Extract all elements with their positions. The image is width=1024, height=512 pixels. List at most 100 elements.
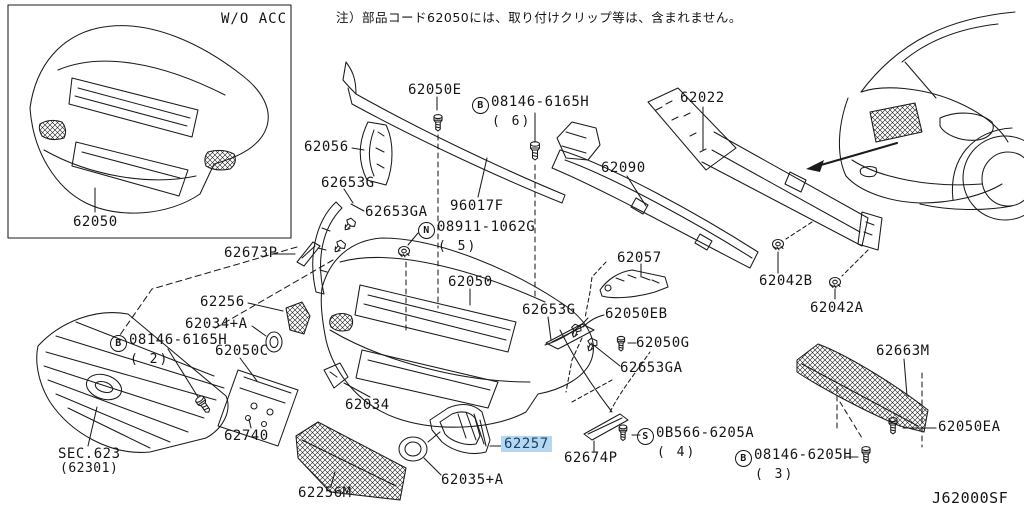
part-number: 62050C	[215, 343, 269, 359]
part-label[interactable]: 62653GA	[620, 361, 683, 375]
molding-strip-96017F	[343, 62, 565, 203]
part-label[interactable]: 62034	[345, 398, 390, 412]
part-label[interactable]: SEC.623(62301)	[58, 447, 121, 476]
part-label[interactable]: 62057	[617, 251, 662, 265]
fog-finisher-62257	[430, 405, 501, 454]
part-label[interactable]: 96017F	[450, 199, 504, 213]
part-number: 62022	[680, 90, 725, 106]
part-number: 62663M	[876, 343, 930, 359]
part-label[interactable]: 62042A	[810, 301, 864, 315]
clips-62653GA-left	[330, 216, 358, 256]
part-label[interactable]: 62050	[73, 215, 118, 229]
quantity: ( 2)	[130, 352, 170, 367]
part-label[interactable]: 62022	[680, 91, 725, 105]
circled-prefix: N	[418, 222, 435, 239]
circled-prefix: S	[637, 428, 654, 445]
license-bracket-62740	[218, 358, 298, 446]
part-label[interactable]: 62050EA	[938, 420, 1001, 434]
clip-62050E	[433, 97, 443, 308]
part-number: 62050EB	[605, 306, 668, 322]
nut-62042B	[771, 222, 813, 273]
part-number: 62050G	[636, 335, 690, 351]
diagram-code: J62000SF	[932, 489, 1009, 507]
part-number: 62042A	[810, 300, 864, 316]
part-label[interactable]: 62050	[448, 275, 493, 289]
bracket-62057	[585, 262, 668, 318]
circled-prefix: B	[472, 97, 489, 114]
vehicle-sketch	[806, 12, 1024, 220]
bracket-62034	[324, 363, 370, 397]
part-label[interactable]: 62035+A	[441, 473, 504, 487]
quantity: ( 3)	[755, 467, 795, 482]
bolt-08146-6205H	[846, 446, 871, 464]
part-label[interactable]: 62740	[224, 429, 269, 443]
bolt-08146-6165H-6	[529, 113, 541, 300]
part-number: 62090	[601, 160, 646, 176]
part-label[interactable]: 62653GA	[365, 205, 428, 219]
part-label[interactable]: 62256M	[298, 486, 352, 500]
part-label[interactable]: 62673P	[224, 246, 278, 260]
grille-sec623	[37, 313, 228, 453]
clip-62050EB	[568, 323, 583, 340]
part-number: 08911-1062G	[437, 219, 536, 235]
part-number: 62653GA	[365, 204, 428, 220]
absorber-62090	[552, 122, 758, 268]
part-number: 62257	[501, 436, 552, 452]
part-label[interactable]: 62034+A	[185, 317, 248, 331]
nut-62042A	[828, 250, 869, 299]
part-label[interactable]: 62050E	[408, 83, 462, 97]
part-number: 62256	[200, 294, 245, 310]
part-label[interactable]: 62050G	[636, 336, 690, 350]
part-label[interactable]: 62653G	[321, 176, 375, 190]
part-label[interactable]: 62050EB	[605, 307, 668, 321]
part-label[interactable]: 62256	[200, 295, 245, 309]
mesh-62663M	[797, 344, 928, 447]
strip-62653G-right	[546, 315, 636, 392]
ring-62035plusA	[399, 432, 441, 475]
quantity: ( 5)	[438, 239, 478, 254]
bolt-08146-6165H-2	[168, 349, 213, 416]
note-text: 注）部品コード62050には、取り付けクリップ等は、含まれません。	[336, 10, 742, 25]
part-number: 62034	[345, 397, 390, 413]
bolt-62050G	[616, 336, 626, 352]
part-number: 62653GA	[620, 360, 683, 376]
part-label[interactable]: 62653G	[522, 303, 576, 317]
part-number: 96017F	[450, 198, 504, 214]
part-label[interactable]: 62056	[304, 140, 349, 154]
grommet-62034plusA	[252, 326, 282, 352]
bumper-fascia-62050	[321, 238, 593, 427]
strip-62653G-left	[313, 189, 364, 294]
part-label[interactable]: 62674P	[564, 451, 618, 465]
part-number: 08146-6165H	[129, 332, 228, 348]
part-number-sub: (62301)	[60, 461, 119, 476]
bracket-62056	[352, 122, 392, 185]
part-number: 62050	[448, 274, 493, 290]
part-number: SEC.623	[58, 446, 121, 462]
part-label[interactable]: 62050C	[215, 344, 269, 358]
part-number: 62673P	[224, 245, 278, 261]
part-label[interactable]: 62090	[601, 161, 646, 175]
clip-62653GA-right	[583, 336, 600, 354]
nut-08911-1062G	[397, 233, 419, 330]
quantity: ( 6)	[492, 114, 532, 129]
part-number: 08146-6205H	[754, 447, 853, 463]
inset-box	[8, 5, 291, 238]
part-number: 0B566-6205A	[656, 425, 755, 441]
part-number: 62042B	[759, 273, 813, 289]
part-number: 62050	[73, 214, 118, 230]
part-number: 62034+A	[185, 316, 248, 332]
part-label[interactable]: 62042B	[759, 274, 813, 288]
part-number: 62674P	[564, 450, 618, 466]
part-label-selected[interactable]: 62257	[501, 436, 552, 452]
part-label[interactable]: 62663M	[876, 344, 930, 358]
part-number: 62050E	[408, 82, 462, 98]
bracket-62674P	[560, 330, 650, 451]
bracket-62256	[248, 302, 310, 334]
reinforcement-62022	[648, 88, 882, 250]
